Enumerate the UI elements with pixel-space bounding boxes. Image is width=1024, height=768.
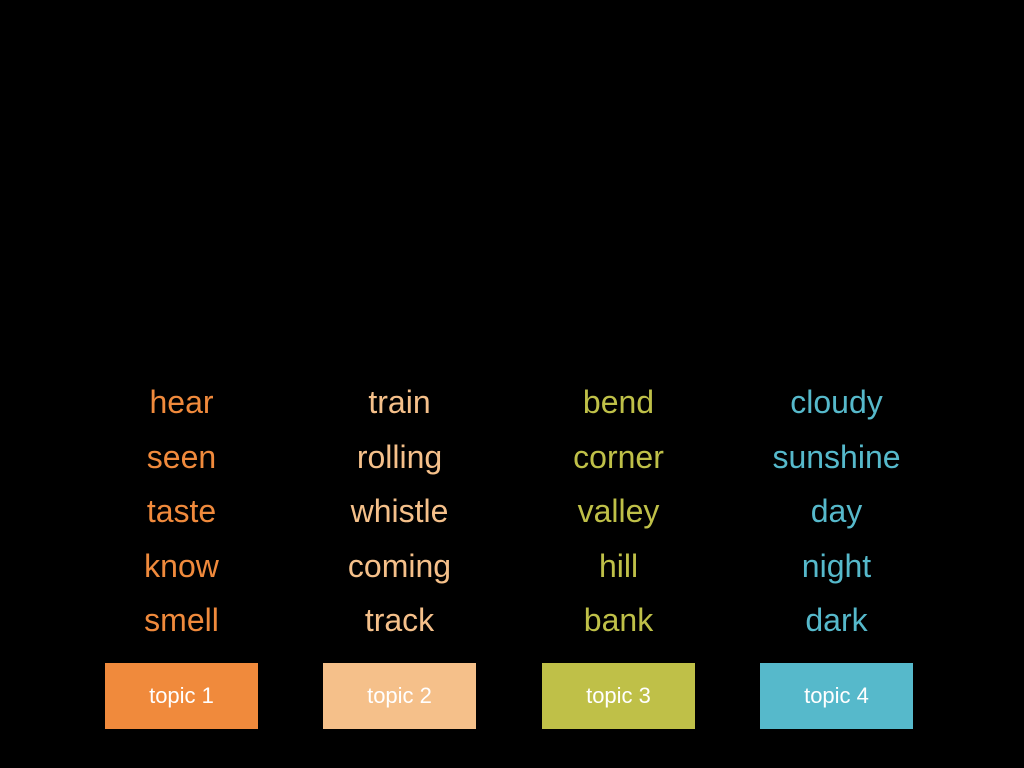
topic-3-word: corner	[573, 438, 664, 475]
topic-2-word: whistle	[350, 493, 449, 529]
topic-3-column: bend corner valley hill bank topic 3	[542, 378, 695, 729]
topic-2-word: train	[368, 384, 431, 420]
topic-1-column: hear seen taste know smell topic 1	[105, 378, 258, 729]
topic-2-word: track	[364, 602, 435, 638]
topic-1-word: hear	[149, 384, 214, 420]
topic-4-word: sunshine	[772, 438, 901, 475]
topic-1-word: taste	[146, 493, 217, 529]
topic-3-word: valley	[577, 493, 660, 529]
topic-4-word: dark	[805, 602, 868, 638]
topic-4-word-list: cloudy sunshine day night dark	[707, 378, 967, 651]
topic-1-word: smell	[144, 602, 219, 638]
topic-2-word-list: train rolling whistle coming track	[270, 378, 530, 651]
topic-3-word: hill	[598, 547, 639, 584]
topic-3-word: bank	[583, 602, 654, 638]
topic-3-word: bend	[582, 384, 655, 420]
topic-4-word: day	[810, 493, 863, 529]
topic-4-label-box: topic 4	[760, 662, 913, 729]
topic-4-column: cloudy sunshine day night dark topic 4	[760, 378, 913, 729]
topic-1-word-list: hear seen taste know smell	[52, 378, 312, 651]
topic-3-label-box: topic 3	[542, 662, 695, 729]
topic-4-word: night	[801, 547, 872, 584]
topic-4-word: cloudy	[790, 384, 883, 420]
topic-2-word: rolling	[356, 438, 443, 475]
topic-2-label-box: topic 2	[323, 662, 476, 729]
topic-1-label-box: topic 1	[105, 662, 258, 729]
topic-2-column: train rolling whistle coming track topic…	[323, 378, 476, 729]
topic-2-word: coming	[347, 547, 452, 584]
topic-3-word-list: bend corner valley hill bank	[489, 378, 749, 651]
topic-1-word: seen	[146, 438, 217, 475]
topic-1-word: know	[144, 547, 219, 584]
